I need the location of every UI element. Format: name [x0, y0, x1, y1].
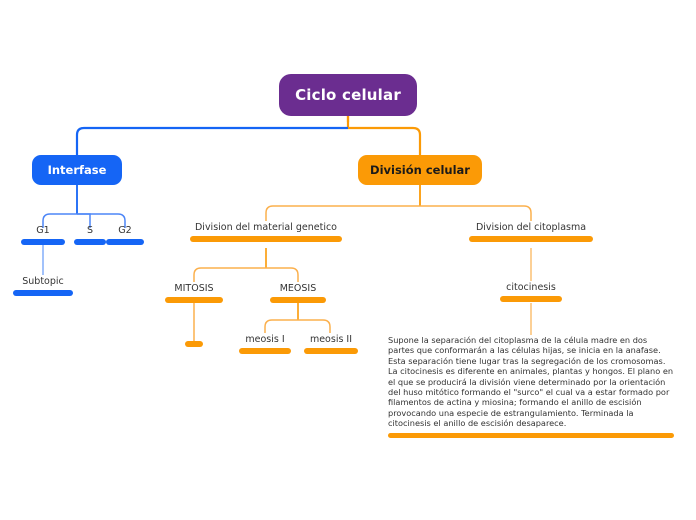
node-meosis-i-bar	[239, 348, 291, 354]
node-interfase[interactable]: Interfase	[32, 155, 122, 185]
node-g1[interactable]: G1	[18, 224, 68, 245]
node-division-material-genetico-bar	[190, 236, 342, 242]
note-bar	[388, 432, 674, 438]
node-citocinesis-bar	[500, 296, 562, 302]
node-root-label: Ciclo celular	[295, 86, 401, 104]
node-meosis-ii[interactable]: meosis II	[303, 333, 359, 354]
node-division-material-genetico[interactable]: Division del material genetico	[190, 221, 342, 242]
node-subtopic[interactable]: Subtopic	[13, 275, 73, 296]
note-text: Supone la separación del citoplasma de l…	[388, 335, 674, 429]
node-g1-bar	[21, 239, 65, 245]
node-s-label: S	[86, 225, 94, 236]
node-division-celular-label: División celular	[370, 163, 470, 177]
node-g2[interactable]: G2	[103, 224, 147, 245]
node-mitosis-child[interactable]	[184, 341, 204, 347]
node-division-citoplasma[interactable]: Division del citoplasma	[469, 221, 593, 242]
node-mitosis-child-bar	[185, 341, 203, 347]
node-interfase-label: Interfase	[47, 163, 107, 177]
node-g2-bar	[106, 239, 144, 245]
node-citocinesis[interactable]: citocinesis	[500, 281, 562, 302]
node-citocinesis-note[interactable]: Supone la separación del citoplasma de l…	[388, 335, 674, 438]
node-mitosis[interactable]: MITOSIS	[164, 282, 224, 303]
node-meosis[interactable]: MEOSIS	[269, 282, 327, 303]
node-meosis-bar	[270, 297, 326, 303]
node-mitosis-label: MITOSIS	[174, 283, 214, 294]
node-meosis-ii-bar	[304, 348, 358, 354]
node-mitosis-bar	[165, 297, 223, 303]
node-division-material-genetico-label: Division del material genetico	[194, 222, 337, 233]
node-root[interactable]: Ciclo celular	[279, 74, 417, 116]
node-meosis-ii-label: meosis II	[309, 334, 353, 345]
node-division-citoplasma-bar	[469, 236, 593, 242]
node-citocinesis-label: citocinesis	[506, 282, 556, 293]
node-subtopic-bar	[13, 290, 73, 296]
node-division-citoplasma-label: Division del citoplasma	[475, 222, 587, 233]
node-g2-label: G2	[118, 225, 132, 236]
node-subtopic-label: Subtopic	[22, 276, 64, 287]
node-g1-label: G1	[36, 225, 50, 236]
node-division-celular[interactable]: División celular	[358, 155, 482, 185]
node-s-bar	[74, 239, 106, 245]
node-s[interactable]: S	[70, 224, 110, 245]
node-meosis-i-label: meosis I	[245, 334, 285, 345]
node-meosis-i[interactable]: meosis I	[238, 333, 292, 354]
node-meosis-label: MEOSIS	[279, 283, 317, 294]
